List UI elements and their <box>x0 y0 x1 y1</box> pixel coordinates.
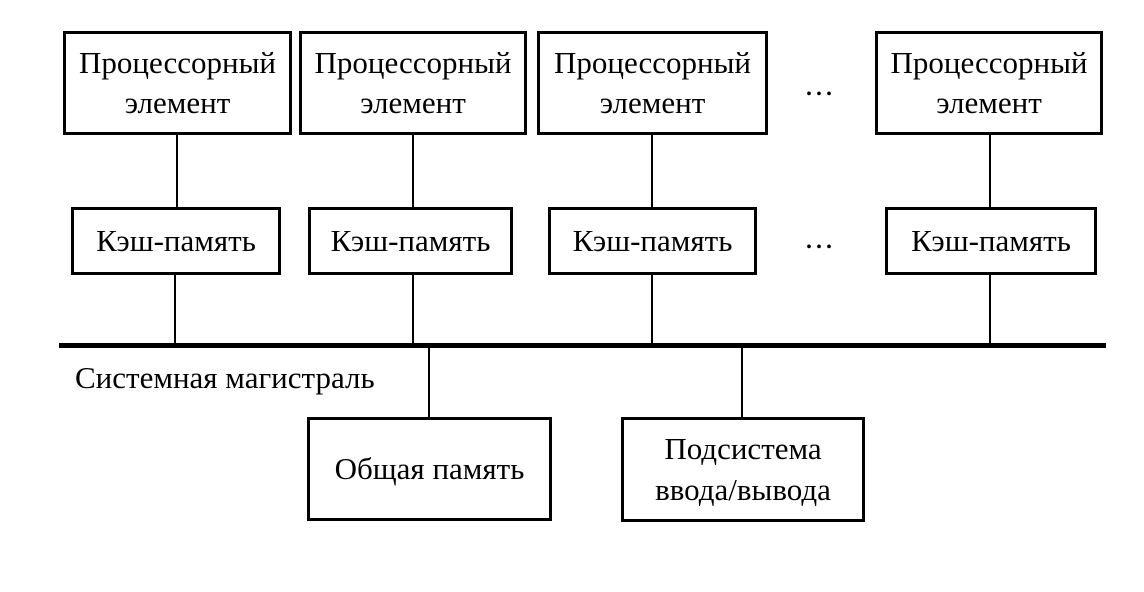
processor-element-label-4: Процессорный элемент <box>890 44 1088 120</box>
cache-memory-label-3: Кэш-память <box>572 222 733 258</box>
io-subsystem-box: Подсистема ввода/вывода <box>621 417 865 522</box>
processor-element-box-1: Процессорный элемент <box>63 31 292 135</box>
processor-cache-connector-3 <box>651 134 653 209</box>
cache-memory-label-1: Кэш-память <box>96 222 256 258</box>
processor-element-box-2: Процессорный элемент <box>299 31 527 135</box>
processor-cache-connector-1 <box>176 134 178 209</box>
processor-element-label-3: Процессорный элемент <box>553 44 752 120</box>
cache-memory-box-3: Кэш-память <box>548 207 757 275</box>
processor-element-box-3: Процессорный элемент <box>537 31 768 135</box>
bus-memory-connector <box>428 347 430 418</box>
bus-io-connector <box>741 347 743 418</box>
processor-row-ellipsis: ... <box>805 66 835 102</box>
shared-memory-label: Общая память <box>334 450 525 486</box>
cache-memory-label-2: Кэш-память <box>330 222 491 258</box>
cache-bus-connector-2 <box>412 274 414 344</box>
cache-memory-box-1: Кэш-память <box>71 207 281 275</box>
processor-element-label-2: Процессорный элемент <box>314 44 512 120</box>
io-subsystem-label: Подсистема ввода/вывода <box>655 431 831 507</box>
cache-bus-connector-1 <box>174 274 176 344</box>
shared-memory-box: Общая память <box>307 417 552 521</box>
cache-memory-box-2: Кэш-память <box>308 207 513 275</box>
cache-memory-label-4: Кэш-память <box>911 222 1071 258</box>
cache-bus-connector-3 <box>651 274 653 344</box>
processor-cache-connector-4 <box>989 134 991 209</box>
cache-memory-box-4: Кэш-память <box>885 207 1097 275</box>
system-bus-line <box>59 343 1106 348</box>
processor-element-box-4: Процессорный элемент <box>875 31 1103 135</box>
processor-element-label-1: Процессорный элемент <box>78 44 277 120</box>
cache-row-ellipsis: ... <box>805 219 835 255</box>
cache-bus-connector-4 <box>989 272 991 344</box>
processor-cache-connector-2 <box>412 134 414 209</box>
system-bus-label: Системная магистраль <box>75 360 375 395</box>
